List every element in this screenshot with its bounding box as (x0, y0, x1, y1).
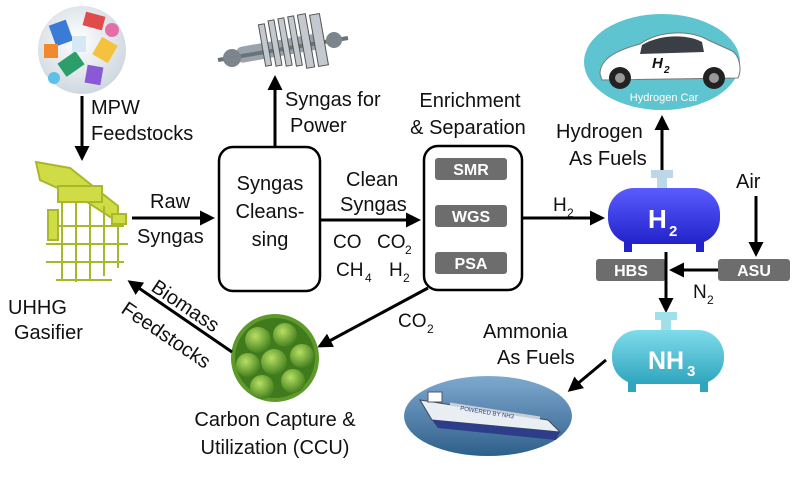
asu-box (718, 259, 790, 281)
nh3-tank-label: NH (648, 347, 684, 375)
n2-subscript: 2 (707, 293, 714, 307)
co2-label: CO (377, 232, 406, 253)
hydrogen-car-image (584, 14, 741, 110)
syngas-power-label-line1: Syngas for (285, 89, 381, 111)
smr-label: SMR (453, 162, 489, 179)
h2-mix-label: H (389, 260, 403, 281)
co2-subscript: 2 (405, 243, 412, 257)
car-caption: Hydrogen Car (630, 92, 699, 104)
smr-box (435, 158, 507, 180)
wgs-label: WGS (452, 209, 491, 226)
nh3-tank (612, 312, 724, 392)
co2-flow-subscript: 2 (427, 322, 434, 336)
ch4-subscript: 4 (365, 271, 372, 285)
car-h2-subscript: 2 (663, 65, 670, 76)
mpw-label-line1: MPW (91, 97, 140, 119)
co2-flow-arrow (317, 286, 429, 348)
ccu-label-line2: Utilization (CCU) (201, 437, 350, 459)
h2-tank-subscript: 2 (669, 223, 677, 240)
mpw-feedstock-image (38, 6, 126, 94)
syngas-power-label-line2: Power (290, 115, 347, 137)
nh3-tank-subscript: 3 (687, 363, 695, 380)
air-label: Air (736, 171, 761, 193)
ammonia-label-line2: As Fuels (497, 347, 575, 369)
ch4-label: CH (336, 260, 363, 281)
enrichment-label-line2: & Separation (410, 117, 526, 139)
car-h2-label: H (652, 55, 664, 72)
hbs-box (596, 259, 666, 281)
ammonia-label-line1: Ammonia (483, 321, 568, 343)
hydrogen-label-line2: As Fuels (569, 148, 647, 170)
biomass-arrow (127, 280, 233, 354)
cleansing-label-line2: Cleans- (236, 201, 305, 223)
h2-tank-label: H (648, 204, 667, 234)
ccu-label-line1: Carbon Capture & (194, 409, 356, 431)
co2-flow-label: CO (398, 311, 427, 332)
wgs-box (435, 205, 507, 227)
clean-syngas-label-line2: Syngas (340, 194, 407, 216)
mpw-label-line2: Feedstocks (91, 123, 193, 145)
enrichment-label-line1: Enrichment (419, 90, 521, 112)
hbs-label: HBS (614, 263, 648, 280)
uhhg-gasifier-image (34, 160, 128, 282)
cleansing-label-line1: Syngas (237, 173, 304, 195)
psa-label: PSA (455, 256, 488, 273)
uhhg-label-line1: UHHG (8, 297, 67, 319)
h2-flow-subscript: 2 (567, 206, 574, 220)
uhhg-label-line2: Gasifier (14, 322, 83, 344)
co-label: CO (333, 232, 362, 253)
h2-tank (608, 170, 720, 252)
clean-syngas-label-line1: Clean (346, 169, 398, 191)
raw-syngas-label-line1: Raw (150, 191, 191, 213)
n2-label: N (693, 282, 707, 303)
h2-flow-label: H (553, 195, 567, 216)
cleansing-label-line3: sing (252, 229, 289, 251)
h2-mix-subscript: 2 (403, 271, 410, 285)
ammonia-fuels-arrow (567, 358, 607, 392)
raw-syngas-label-line2: Syngas (137, 226, 204, 248)
hydrogen-label-line1: Hydrogen (556, 121, 643, 143)
ammonia-ship-image (404, 376, 572, 456)
psa-box (435, 252, 507, 274)
ccu-cell-image (231, 314, 319, 402)
turbine-image (217, 12, 349, 69)
asu-label: ASU (737, 263, 771, 280)
